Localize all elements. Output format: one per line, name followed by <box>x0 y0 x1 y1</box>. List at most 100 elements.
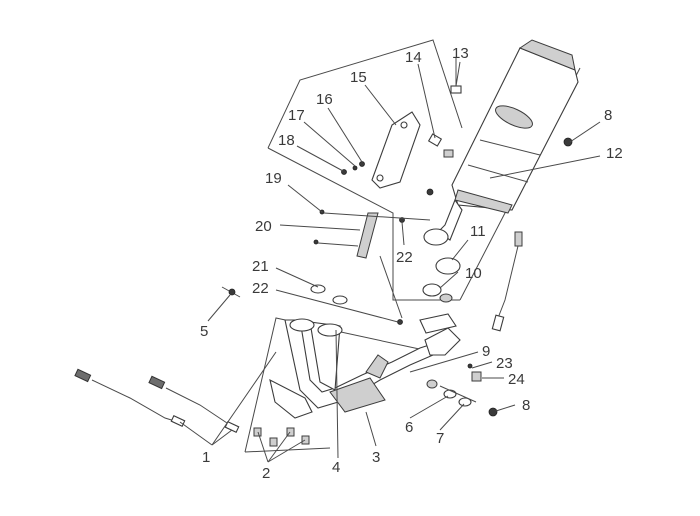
muffler-end <box>454 189 513 214</box>
callout-17: 17 <box>288 107 305 124</box>
bracket-15 <box>371 111 421 189</box>
leader-6 <box>409 395 449 419</box>
callout-8-lower: 8 <box>522 397 530 414</box>
callout-3: 3 <box>372 449 380 466</box>
gasket-11 <box>435 257 461 275</box>
muffler-body <box>451 47 579 211</box>
bolt-23 <box>467 363 473 369</box>
leader-2b <box>267 431 291 463</box>
leader-10 <box>439 271 459 289</box>
muffler-band-2 <box>467 164 529 183</box>
header-flange-b <box>317 323 343 337</box>
muffler-bracket <box>495 105 533 129</box>
gasket-21b <box>332 295 348 305</box>
gasket-21a <box>310 284 326 294</box>
stud-2b <box>269 437 278 447</box>
leader-2a <box>257 431 269 463</box>
callout-24: 24 <box>508 371 525 388</box>
callout-13: 13 <box>452 45 469 62</box>
leader-16 <box>327 107 363 163</box>
o2-sensor-left-b-wire <box>165 387 231 426</box>
leader-1a <box>179 421 213 446</box>
washer-17 <box>352 165 358 171</box>
leader-20b <box>379 255 403 319</box>
o2-sensor-right-wire <box>497 245 519 319</box>
stud-2c <box>286 427 295 437</box>
callout-1: 1 <box>202 449 210 466</box>
clamp-10 <box>422 283 442 297</box>
callout-20: 20 <box>255 218 272 235</box>
muffler-band <box>479 139 541 156</box>
callout-15: 15 <box>350 69 367 86</box>
o2-sensor-left-a-tip <box>170 415 186 427</box>
stud-2a <box>253 427 262 437</box>
upper-group-outline <box>267 39 463 149</box>
muffler-part <box>423 39 579 246</box>
clamp-10-bolt <box>439 293 453 303</box>
bracket-15-hole <box>400 121 408 129</box>
leader-19c <box>317 242 359 247</box>
header-flange-a <box>289 318 315 332</box>
callout-18: 18 <box>278 132 295 149</box>
header-upper-flange <box>419 313 457 334</box>
o2-sensor-left-a-plug <box>74 368 92 383</box>
nut-8-upper <box>563 137 573 147</box>
o2-sensors-left <box>74 368 240 433</box>
o2-sensor-right-tip <box>491 314 505 332</box>
callout-8-upper: 8 <box>604 107 612 124</box>
leader-1b <box>211 429 233 446</box>
callout-7: 7 <box>436 430 444 447</box>
callout-11: 11 <box>470 223 486 240</box>
leader-20 <box>279 224 361 231</box>
leader-22-upper <box>401 221 405 246</box>
stud-2d <box>301 435 310 445</box>
muffler-inlet-ring <box>423 228 449 246</box>
leader-5 <box>207 294 231 322</box>
upper-group-outline-2 <box>267 147 460 301</box>
leader-15 <box>364 84 397 126</box>
header-outlet <box>424 327 461 356</box>
gasket-22-lower <box>397 319 403 325</box>
screw-19b <box>313 239 319 245</box>
leader-1c <box>211 351 277 446</box>
catalyst-4 <box>329 377 386 413</box>
callout-12: 12 <box>606 145 623 162</box>
leader-13 <box>455 61 461 87</box>
leader-8-upper <box>569 121 601 143</box>
bolt-14-head <box>427 133 443 147</box>
o2-sensor-right-plug <box>514 231 523 247</box>
callout-16: 16 <box>316 91 333 108</box>
bracket-15-body <box>371 111 421 189</box>
bolt-24 <box>471 371 482 382</box>
bolt-14 <box>427 133 454 158</box>
callout-4: 4 <box>332 459 340 476</box>
callout-5: 5 <box>200 323 208 340</box>
spacer-7 <box>458 397 472 407</box>
leader-14 <box>417 63 436 139</box>
lower-group-outline <box>244 317 425 453</box>
nut-under-bracket <box>426 188 434 196</box>
heat-shield-20 <box>356 212 379 259</box>
washer-6a <box>426 379 438 389</box>
o2-sensor-left-b-plug <box>148 375 166 390</box>
leader-19 <box>287 184 323 213</box>
callout-6: 6 <box>405 419 413 436</box>
bolt-13-head <box>450 85 462 94</box>
leader-lines <box>179 61 601 463</box>
callout-9: 9 <box>482 343 490 360</box>
callout-21: 21 <box>252 258 269 275</box>
o2-sensor-left-a-wire <box>91 379 179 423</box>
callout-19: 19 <box>265 170 282 187</box>
header-pipe-c <box>269 378 313 419</box>
callout-22-lower: 22 <box>252 280 269 297</box>
header-pipes <box>253 313 461 447</box>
leader-3 <box>365 411 377 447</box>
callout-23: 23 <box>496 355 513 372</box>
leader-4 <box>335 329 339 459</box>
washer-16 <box>359 161 365 167</box>
leader-8-lower <box>495 404 516 412</box>
leader-23 <box>471 361 493 369</box>
leader-19b <box>323 212 431 221</box>
leader-21 <box>275 267 319 288</box>
